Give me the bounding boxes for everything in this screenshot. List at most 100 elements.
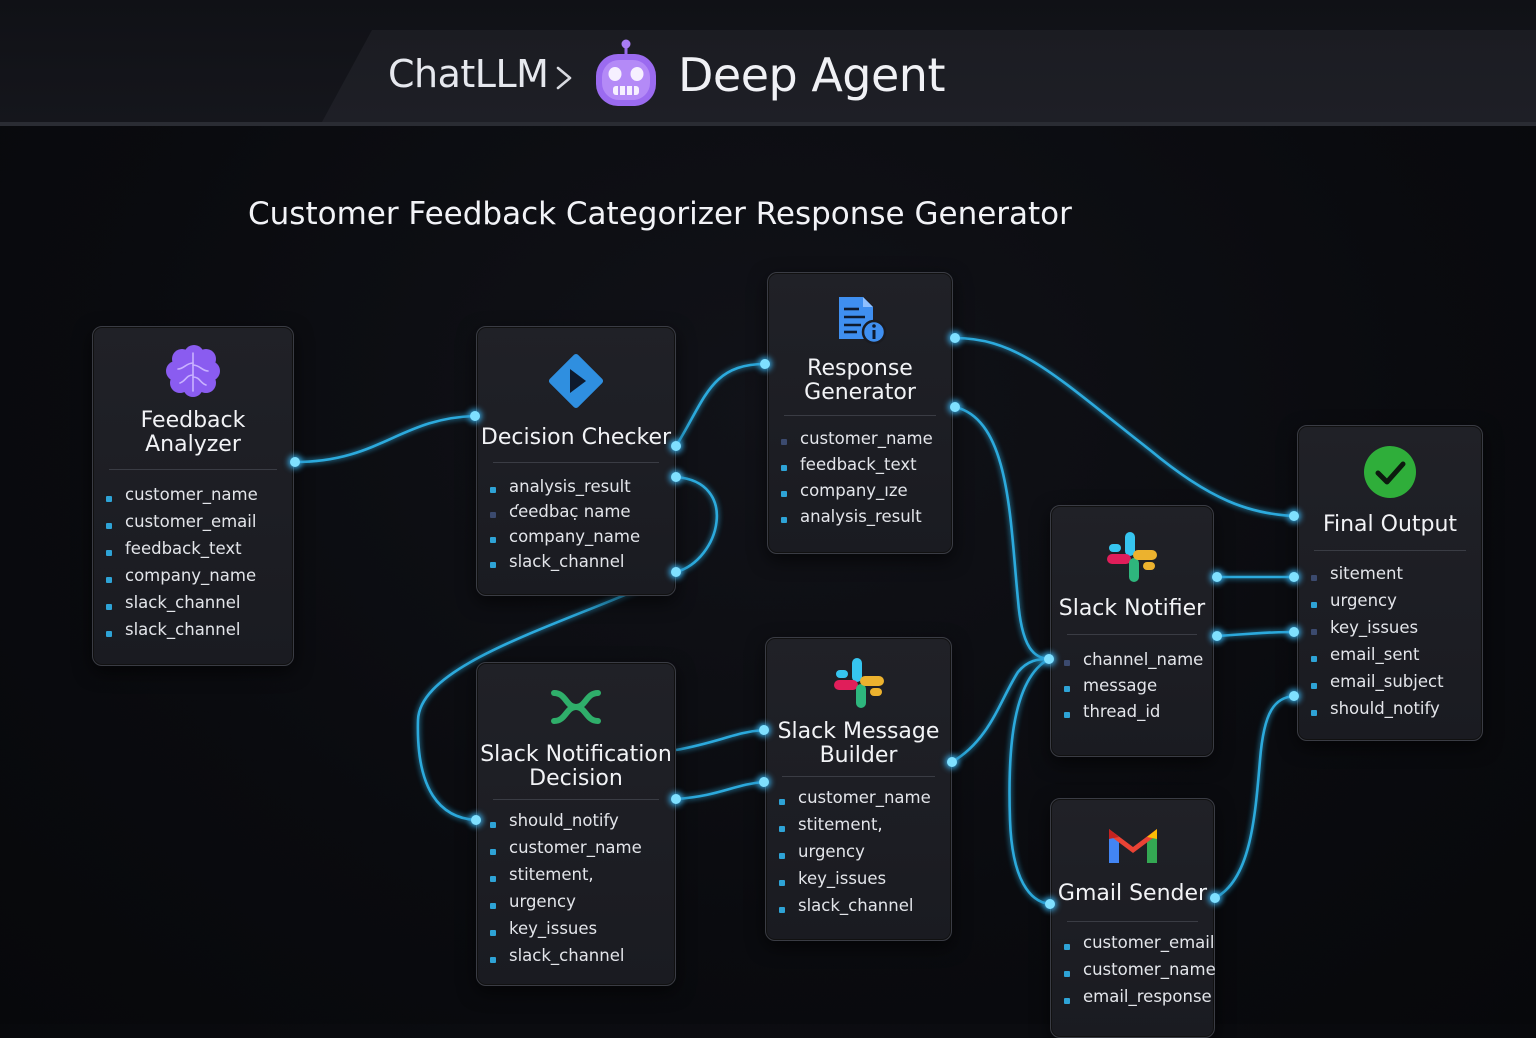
input-port[interactable]	[1289, 627, 1299, 637]
output-port[interactable]	[290, 457, 300, 467]
field-list: should_notify customer_name stitement, u…	[489, 811, 642, 973]
node-title: Builder	[819, 743, 898, 768]
gmail-icon	[1108, 829, 1157, 863]
output-port[interactable]	[671, 567, 681, 577]
field-item: urgency	[778, 842, 931, 869]
field-item: should_notify	[1310, 699, 1444, 726]
node-title: Final Output	[1322, 512, 1458, 537]
field-list: customer_name customer_email feedback_te…	[105, 485, 258, 647]
output-port[interactable]	[1212, 631, 1222, 641]
output-port[interactable]	[950, 333, 960, 343]
field-list: customer_name stitement, urgency key_iss…	[778, 788, 931, 923]
field-item: stitement,	[489, 865, 642, 892]
input-port[interactable]	[760, 359, 770, 369]
field-item: email_subject	[1310, 672, 1444, 699]
brain-icon	[166, 345, 220, 397]
check-circle-icon	[1364, 446, 1416, 498]
output-port[interactable]	[1210, 893, 1220, 903]
field-list: customer_name feedback_text company_ıze …	[780, 429, 933, 533]
input-port[interactable]	[1289, 572, 1299, 582]
output-port[interactable]	[1212, 572, 1222, 582]
breadcrumb-tab	[322, 30, 1536, 122]
field-item: customer_name	[105, 485, 258, 512]
node-title: Gmail Sender	[1057, 881, 1208, 906]
input-port[interactable]	[759, 725, 769, 735]
field-list: analysis_result ƈeedbac̣ name company_na…	[489, 477, 640, 577]
divider	[1067, 921, 1198, 922]
node-feedback-analyzer[interactable]: Feedback Analyzer customer_name customer…	[92, 326, 294, 666]
field-item: key_issues	[489, 919, 642, 946]
node-title: Feedback	[140, 408, 246, 433]
node-title: Decision	[529, 766, 623, 791]
field-item: email_response	[1063, 987, 1216, 1014]
field-item: slack_channel	[105, 620, 258, 647]
wire	[951, 657, 1050, 764]
output-port[interactable]	[671, 794, 681, 804]
top-bar	[0, 0, 1536, 126]
field-item: customer_name	[778, 788, 931, 815]
node-slack-notifier[interactable]: Slack Notifier channel_name message thre…	[1050, 505, 1214, 757]
wire	[954, 405, 1050, 661]
node-title: Slack Notifier	[1058, 596, 1206, 621]
field-item: sitement	[1310, 564, 1444, 591]
wire	[1008, 657, 1051, 906]
divider	[109, 469, 277, 470]
field-item: company_name	[489, 527, 640, 552]
field-list: sitement urgency key_issues email_sent e…	[1310, 564, 1444, 726]
divider	[784, 415, 936, 416]
slack-icon	[833, 658, 884, 708]
output-port[interactable]	[950, 402, 960, 412]
node-final-output[interactable]: Final Output sitement urgency key_issues…	[1297, 425, 1483, 741]
output-port[interactable]	[671, 441, 681, 451]
wire	[675, 475, 719, 574]
divider	[493, 799, 659, 800]
field-item: analysis_result	[780, 507, 933, 533]
field-item: feedback_text	[780, 455, 933, 481]
output-port[interactable]	[671, 472, 681, 482]
field-item: urgency	[1310, 591, 1444, 618]
input-port[interactable]	[1045, 899, 1055, 909]
wire	[1216, 630, 1295, 638]
robot-icon	[596, 39, 656, 106]
diagram-title: Customer Feedback Categorizer Response G…	[248, 196, 1072, 232]
node-title: Response	[807, 356, 913, 381]
input-port[interactable]	[759, 777, 769, 787]
field-item: key_issues	[778, 869, 931, 896]
node-slack-notification-decision[interactable]: Slack Notification Decision should_notif…	[476, 662, 676, 986]
divider	[1067, 634, 1197, 635]
wire	[675, 780, 765, 801]
input-port[interactable]	[1289, 511, 1299, 521]
branch-split-icon	[551, 690, 601, 724]
wire	[675, 728, 765, 752]
input-port[interactable]	[1289, 691, 1299, 701]
node-response-generator[interactable]: Response Generator customer_name feedbac…	[767, 272, 953, 554]
field-item: channel_name	[1063, 650, 1203, 676]
node-title: Analyzer	[145, 432, 241, 457]
divider	[493, 462, 659, 463]
wire	[1214, 694, 1295, 900]
node-title: Decision Checker	[480, 425, 672, 450]
field-item: slack_channel	[489, 946, 642, 973]
field-item: feedback_text	[105, 539, 258, 566]
wire	[294, 414, 476, 464]
node-gmail-sender[interactable]: Gmail Sender customer_email customer_nam…	[1050, 798, 1216, 1038]
node-decision-checker[interactable]: Decision Checker analysis_result ƈeedbac…	[476, 326, 676, 596]
field-list: customer_email customer_name email_respo…	[1063, 933, 1216, 1014]
input-port[interactable]	[1044, 654, 1054, 664]
field-item: analysis_result	[489, 477, 640, 502]
node-title: Slack Notification	[480, 742, 672, 767]
document-info-icon	[839, 297, 887, 345]
field-item: company_name	[105, 566, 258, 593]
divider	[782, 776, 935, 777]
field-item: should_notify	[489, 811, 642, 838]
breadcrumb-root-link[interactable]: ChatLLM	[388, 52, 549, 96]
field-item: email_sent	[1310, 645, 1444, 672]
node-slack-message-builder[interactable]: Slack Message Builder customer_name stit…	[765, 637, 952, 941]
field-item: customer_name	[780, 429, 933, 455]
field-item: customer_name	[489, 838, 642, 865]
output-port[interactable]	[947, 757, 957, 767]
input-port[interactable]	[470, 411, 480, 421]
field-item: key_issues	[1310, 618, 1444, 645]
input-port[interactable]	[471, 815, 481, 825]
wire	[674, 362, 766, 447]
